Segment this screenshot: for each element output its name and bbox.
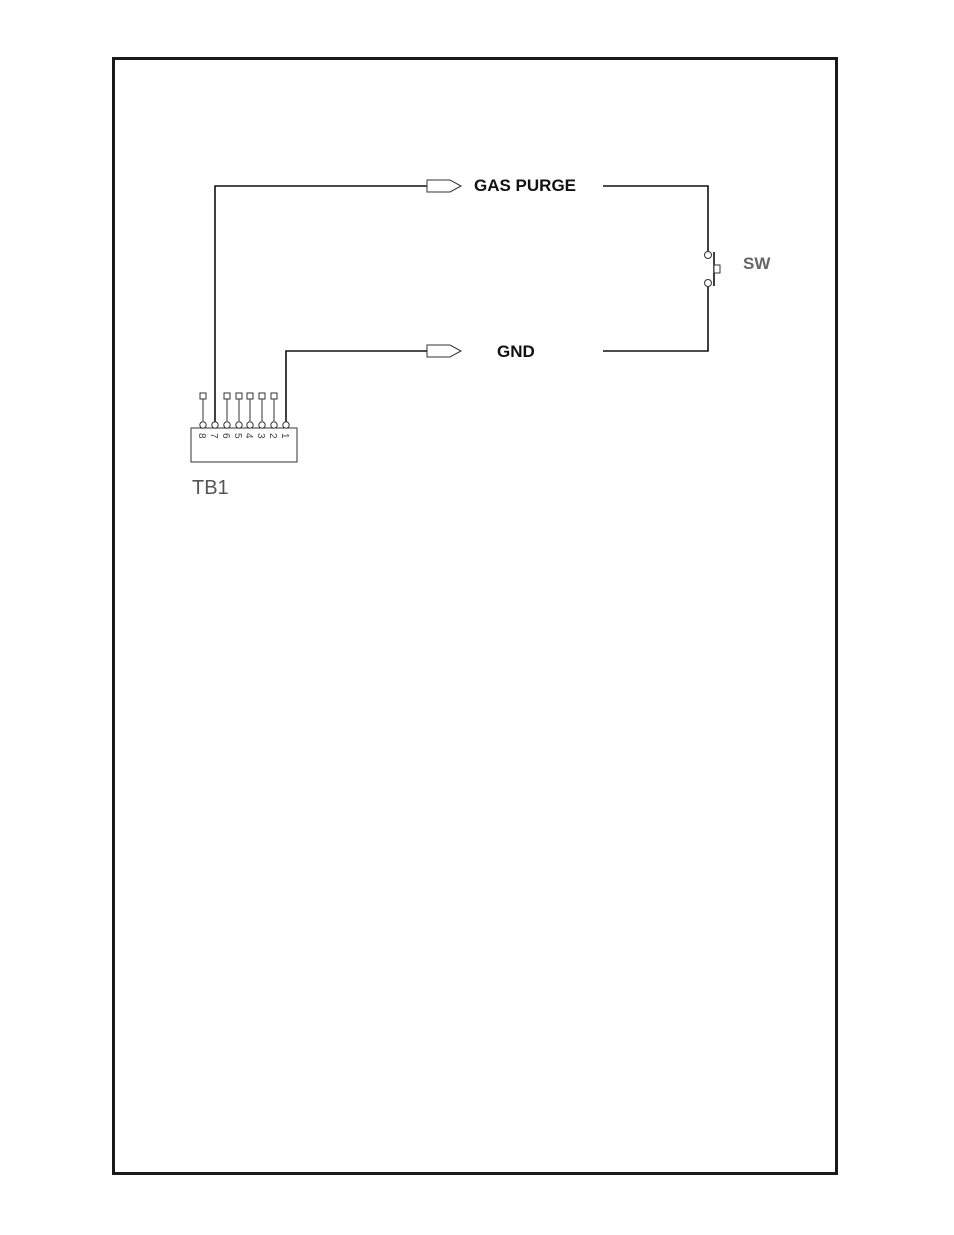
pin-number-2: 2 [267,433,278,439]
pin-number-6: 6 [220,433,231,439]
gas-purge-label: GAS PURGE [474,176,576,195]
switch-contact-bottom [705,280,712,287]
wire-gnd [286,351,427,424]
pin-number-1: 1 [279,433,290,439]
pin-6-terminal [224,422,230,428]
pin-5-tab [236,393,242,399]
pin-number-8: 8 [196,433,207,439]
pin-6-tab [224,393,230,399]
pin-8-tab [200,393,206,399]
terminal-block: 8 7 6 5 4 3 2 1 [191,393,297,462]
connector-gnd [427,345,461,357]
switch-label: SW [743,254,771,273]
terminal-block-label: TB1 [192,477,229,499]
pin-3-tab [259,393,265,399]
pin-1-terminal [283,422,289,428]
pin-8-terminal [200,422,206,428]
switch-button [714,265,720,273]
pin-number-7: 7 [208,433,219,439]
pin-7-terminal [212,422,218,428]
wire-gas-purge [215,186,427,424]
wire-switch-to-gnd [603,287,708,351]
pin-2-tab [271,393,277,399]
wire-gas-purge-to-switch [603,186,708,251]
pin-2-terminal [271,422,277,428]
pin-number-3: 3 [255,433,266,439]
switch-contact-top [705,252,712,259]
pin-number-4: 4 [243,433,254,439]
gnd-label: GND [497,342,535,361]
connector-gas-purge [427,180,461,192]
pin-4-terminal [247,422,253,428]
terminal-pins [200,393,289,428]
switch [705,252,721,287]
pin-numbers: 8 7 6 5 4 3 2 1 [196,433,290,439]
pin-3-terminal [259,422,265,428]
pin-number-5: 5 [232,433,243,439]
pin-4-tab [247,393,253,399]
pin-5-terminal [236,422,242,428]
